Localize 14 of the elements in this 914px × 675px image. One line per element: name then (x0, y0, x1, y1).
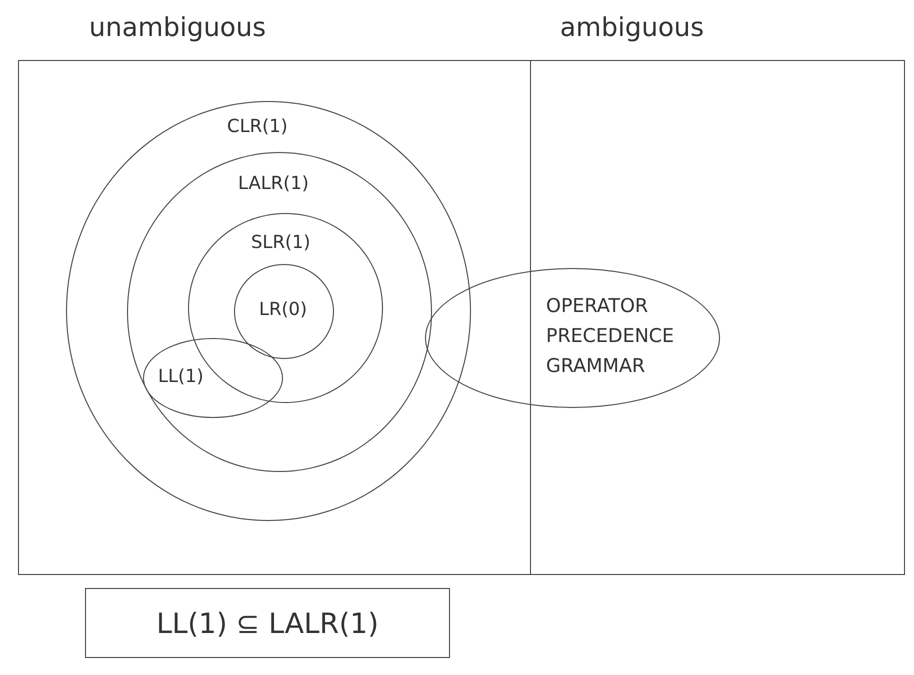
set-ellipse (127, 152, 432, 472)
set-label: LR(0) (259, 299, 308, 320)
set-ellipse (234, 264, 334, 359)
column-heading: unambiguous (89, 13, 266, 43)
set-label: CLR(1) (227, 116, 288, 137)
set-label: SLR(1) (251, 232, 310, 253)
set-label: LALR(1) (238, 173, 309, 194)
set-label: OPERATOR PRECEDENCE GRAMMAR (546, 294, 676, 379)
set-ellipse (66, 101, 471, 521)
set-ellipse (143, 338, 283, 418)
note-box: LL(1) ⊆ LALR(1) (85, 588, 450, 658)
set-ellipse (425, 268, 720, 408)
column-heading: ambiguous (560, 13, 704, 43)
set-label: LL(1) (158, 366, 204, 387)
